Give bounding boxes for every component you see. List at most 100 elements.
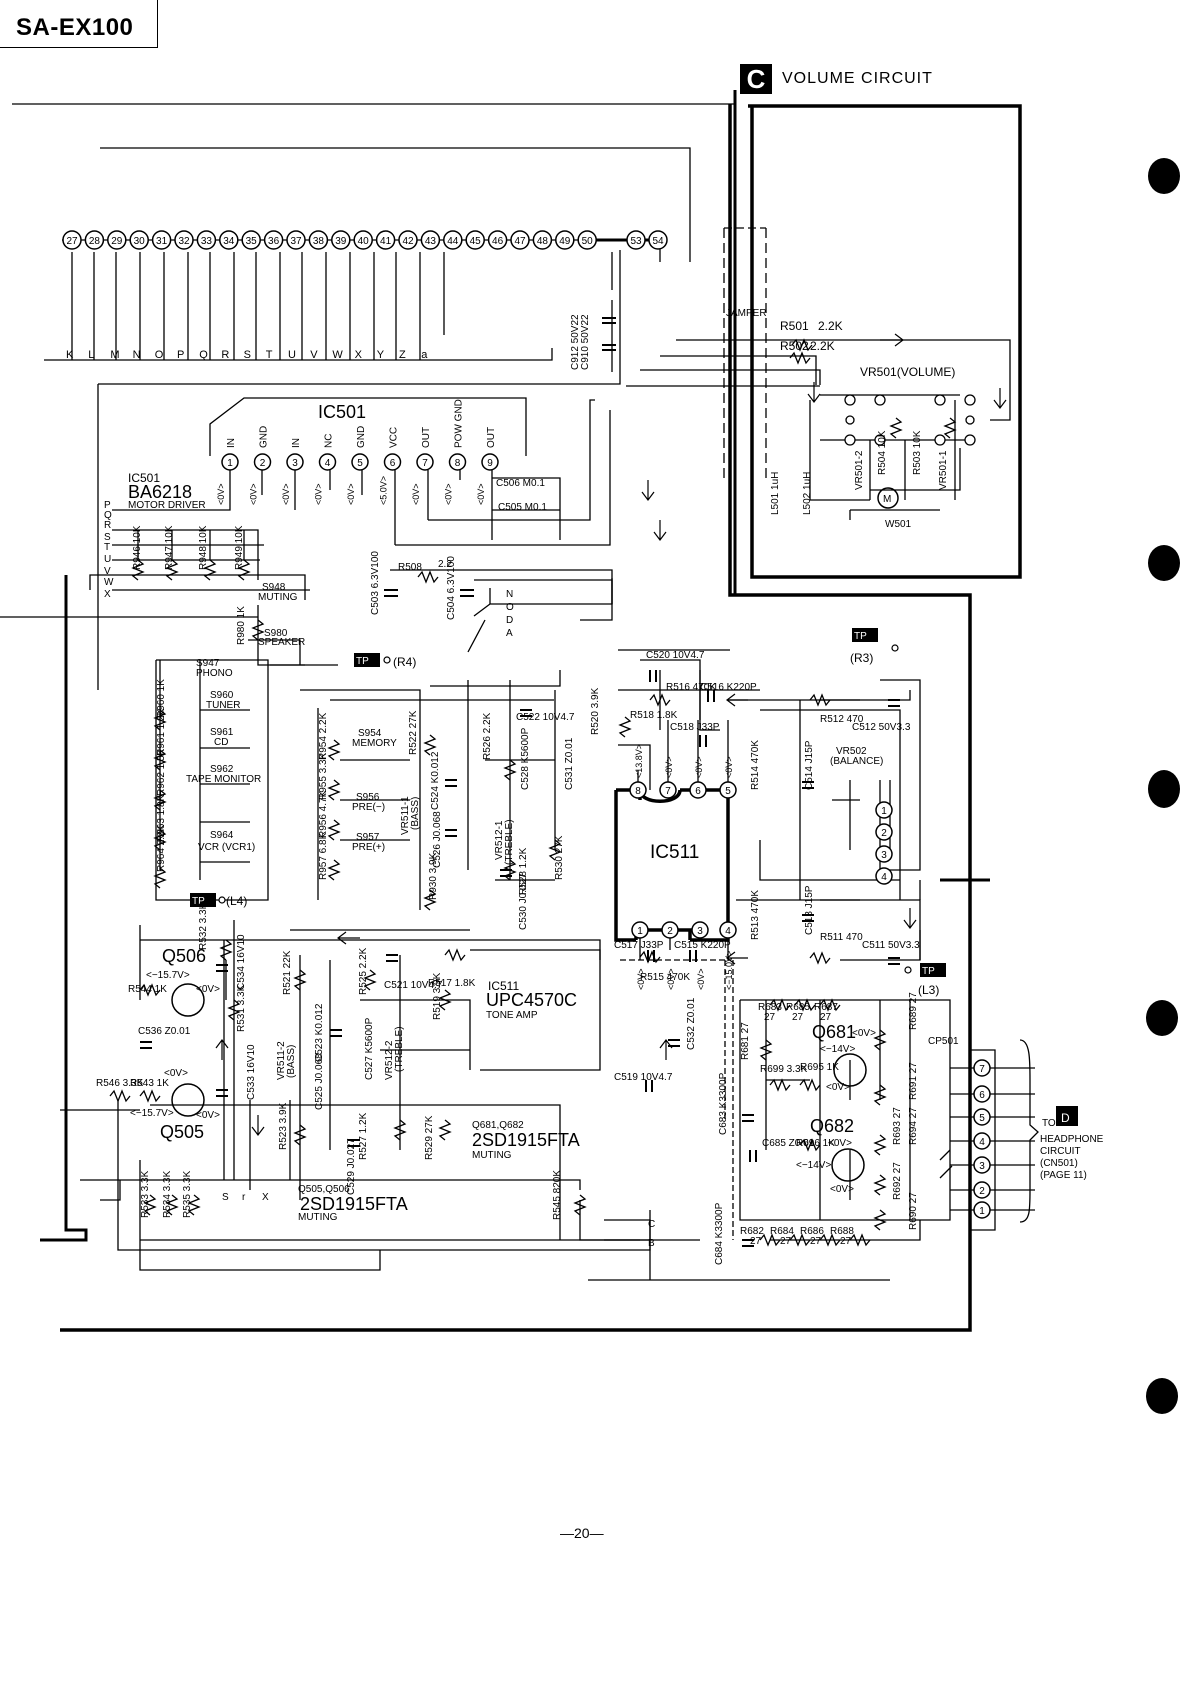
- cp501-pin: [973, 1201, 991, 1219]
- ic501-pin-name: GND: [356, 426, 367, 448]
- ic501-pin-name: OUT: [421, 427, 432, 448]
- tp-r4-label: (R4): [393, 655, 416, 669]
- binding-hole-3: [1148, 770, 1180, 808]
- section-letter-badge: C: [740, 64, 772, 94]
- ic501-pin: [481, 453, 499, 471]
- ic511-pin: [719, 781, 737, 799]
- r534-label: R534 3.3K: [162, 1170, 173, 1218]
- r502-value: 2.2K: [810, 339, 835, 353]
- ic501-pins: [221, 453, 499, 471]
- section-tag: C VOLUME CIRCUIT: [740, 64, 933, 94]
- l501-label: L501 1uH: [770, 472, 781, 515]
- c513-label: C513 J15P: [804, 885, 815, 935]
- bus-side-letters: P Q R S T U V W X N O D A: [104, 500, 514, 639]
- s957-ref: S957: [356, 832, 380, 843]
- ic511-pin: [661, 921, 679, 939]
- to-desc-2: CIRCUIT: [1040, 1146, 1081, 1157]
- vr511-2-func: (BASS): [286, 1045, 297, 1078]
- r961-label: R961 1.2K: [156, 708, 167, 756]
- to-desc-3: (CN501): [1040, 1158, 1078, 1169]
- connector-pin: [241, 230, 261, 250]
- tp-r3-badge: TP: [854, 631, 867, 642]
- r530-label: R530 27K: [554, 835, 565, 880]
- ic511-pin-number: 3: [697, 926, 703, 937]
- r531-label: R531 3.3K: [236, 984, 247, 1032]
- r694-label: R694 27: [908, 1107, 919, 1145]
- ic511-pin-number: 8: [635, 786, 641, 797]
- motor-label: M: [883, 494, 891, 505]
- q681-label: Q681: [812, 1022, 856, 1042]
- c684-label: C684 K3300P: [714, 1202, 725, 1265]
- r544-label: R544 1K: [128, 984, 167, 995]
- s980-ref: S980: [264, 628, 288, 639]
- ic501-pin: [416, 453, 434, 471]
- ic511-pin-number: 6: [695, 786, 701, 797]
- c511-label: C511 50V3.3: [862, 940, 920, 951]
- c520-label: C520 10V4.7: [646, 650, 705, 661]
- bus-left-r: R: [104, 520, 111, 531]
- ic511-box-ref: IC511: [650, 842, 699, 863]
- s964-func: VCR (VCR1): [198, 842, 255, 853]
- to-letter-badge: [1056, 1106, 1078, 1126]
- ic511-desc-ref: IC511: [488, 979, 519, 993]
- ic501-pin: [448, 453, 467, 471]
- cp501-pin-number: 1: [979, 1206, 985, 1217]
- s956-ref: S956: [356, 792, 380, 803]
- r519-label: R519 3.9K: [432, 972, 443, 1020]
- s954-func: MEMORY: [352, 738, 397, 749]
- r512-label: R512 470: [820, 714, 864, 725]
- connector-pin-number: 30: [134, 236, 146, 247]
- vr501-1-label: VR501-1: [938, 450, 949, 490]
- bus-letter: O: [155, 349, 164, 361]
- binding-hole-4: [1146, 1000, 1178, 1036]
- tp-r3-label: (R3): [850, 651, 873, 665]
- vr501-2-label: VR501-2: [854, 450, 865, 490]
- c534-label: C534 16V10: [236, 934, 247, 990]
- bus-letter: S: [244, 349, 251, 361]
- q506-volt2: <0V>: [196, 984, 220, 995]
- tp-r4-badge: TP: [356, 656, 369, 667]
- bus-letter: M: [110, 349, 119, 361]
- vr502-ref: VR502: [836, 746, 867, 757]
- vr511-2-ref: VR511-2: [276, 1041, 287, 1080]
- q682-volt3: <0V>: [830, 1184, 854, 1195]
- r692-label: R692 27: [892, 1162, 903, 1200]
- ic511-pin: [631, 921, 649, 939]
- ic501-box-ref: IC501: [318, 402, 366, 422]
- l502-label: L502 1uH: [802, 472, 813, 515]
- r685-value: 27: [792, 1012, 804, 1023]
- r516-label: R516 470K: [666, 682, 716, 693]
- balance-section-labels: R512 470 C512 50V3.3 R514 470K C514 J15P…: [750, 714, 920, 951]
- binding-hole-2: [1148, 545, 1180, 581]
- q505-volt1: <0V>: [164, 1068, 188, 1079]
- q681-682-ref: Q681,Q682: [472, 1120, 524, 1131]
- ic501-pin-voltage: <5.0V>: [379, 476, 389, 505]
- ic501-pin-number: 8: [455, 458, 461, 469]
- bus-left-v: V: [104, 566, 111, 577]
- c503-label: C503 6.3V100: [370, 551, 381, 615]
- ic501-pin-voltage: <0V>: [216, 483, 226, 505]
- ic501-pin-name: IN: [291, 438, 302, 448]
- bus-letter: K: [66, 349, 74, 361]
- r686-value: 27: [810, 1236, 822, 1247]
- q505-506-part: 2SD1915FTA: [300, 1194, 408, 1214]
- connector-pin: [353, 230, 373, 250]
- bus-letter: Y: [377, 349, 385, 361]
- c518-label: C518 J33P: [670, 722, 720, 733]
- r523-label: R523 3.9K: [278, 1102, 289, 1150]
- ic501-pin-voltage: <0V>: [281, 483, 291, 505]
- cp501-pin-number: 5: [979, 1113, 985, 1124]
- bus-letter: L: [88, 349, 94, 361]
- transistor-symbols: [171, 487, 899, 1182]
- s947-ref: S947: [196, 658, 220, 669]
- ic501-pin: [351, 453, 369, 471]
- q681-volt2: <−14V>: [820, 1044, 855, 1055]
- cp501-labels: CP501 TO D HEADPHONE CIRCUIT (CN501) (PA…: [928, 1036, 1104, 1181]
- ic501-pin: [221, 453, 239, 471]
- c512-label: C912 50V22: [570, 314, 581, 370]
- bus-right-n: N: [506, 589, 513, 600]
- ic511-pin-voltage: <0V>: [724, 756, 734, 778]
- c531-label: C531 Z0.01: [564, 737, 575, 790]
